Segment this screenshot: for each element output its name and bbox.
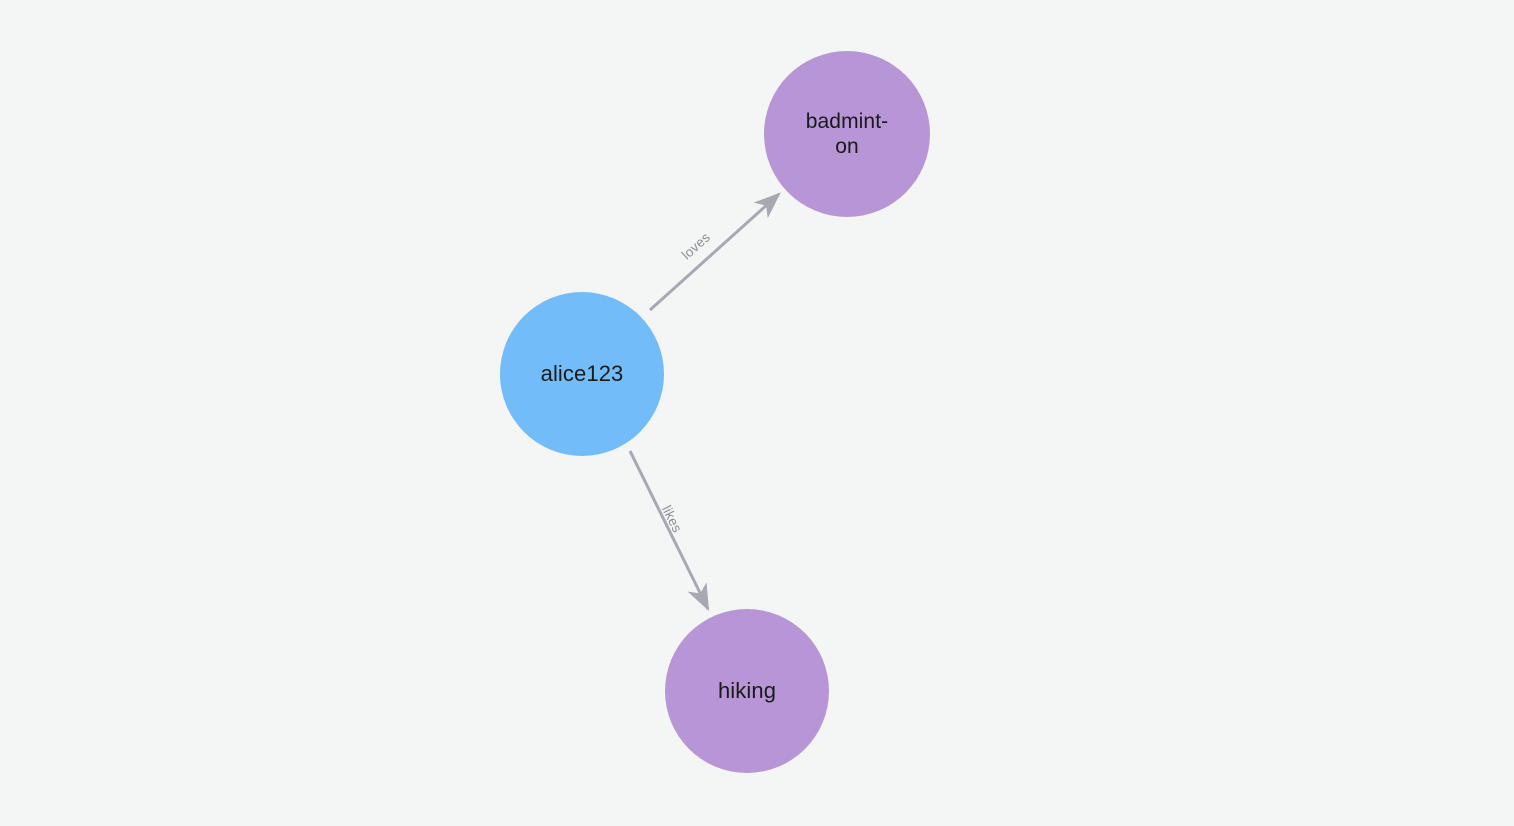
edge-line-likes	[628, 450, 710, 612]
graph-node-label-alice123: alice123	[540, 360, 624, 386]
graph-node-hiking[interactable]: hiking	[665, 609, 829, 773]
edge-line-loves	[648, 192, 781, 312]
edge-likes[interactable]	[628, 450, 710, 612]
graph-node-label-hiking: hiking	[717, 677, 777, 703]
edge-loves[interactable]	[648, 192, 781, 312]
graph-node-badminton[interactable]: badmint- on	[764, 51, 930, 217]
graph-node-label-badminton: badmint- on	[805, 109, 889, 158]
graph-node-alice123[interactable]: alice123	[500, 292, 664, 456]
